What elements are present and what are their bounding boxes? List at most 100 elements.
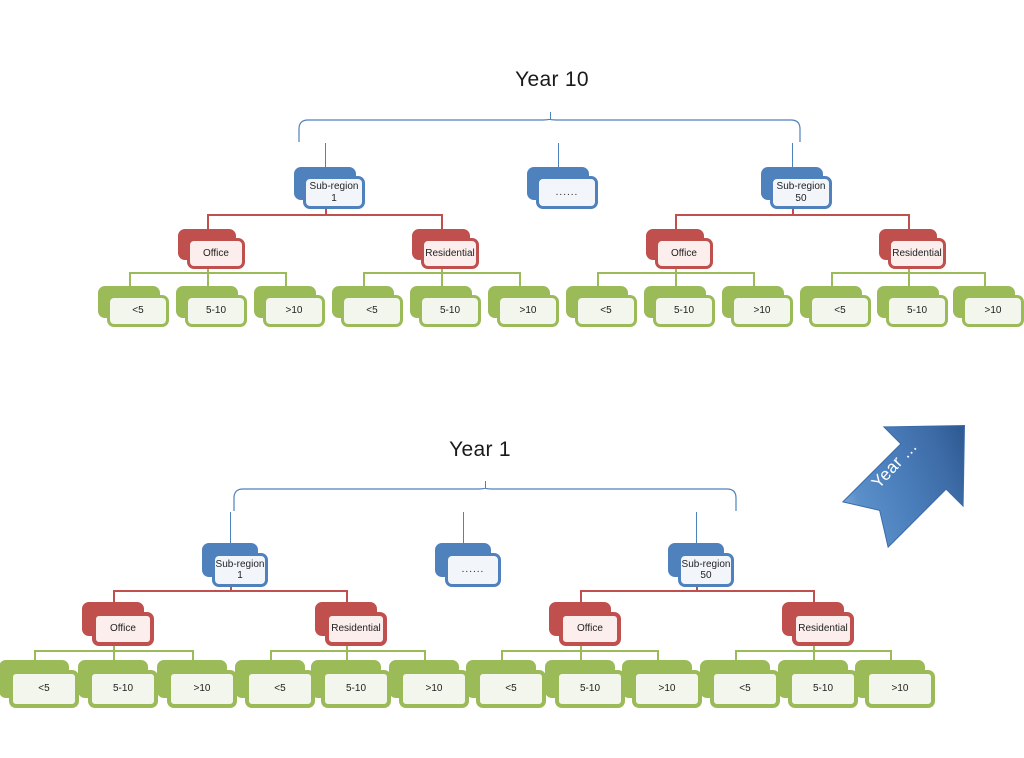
year-10-property-2-office[interactable]: Office: [646, 229, 713, 269]
year-10-green-drop-1: [207, 272, 209, 286]
year-1-sizeband-4-label: 5-10: [345, 683, 366, 695]
year-10-property-3-residential-label: Residential: [892, 247, 942, 259]
year-10-sizeband-5-card: >10: [497, 295, 559, 327]
year-10-sizeband-1-label: 5-10: [205, 305, 226, 317]
year-1-green-drop-3: [270, 650, 272, 660]
year-1-sizeband-9[interactable]: <5: [700, 660, 780, 708]
year-1-red-drop-2: [580, 590, 582, 602]
year-10-sizeband-7-card: 5-10: [653, 295, 715, 327]
year-10-sizeband-1[interactable]: 5-10: [176, 286, 247, 327]
year-1-sizeband-11[interactable]: >10: [855, 660, 935, 708]
year-10-property-1-residential-label: Residential: [425, 247, 475, 259]
year-1-sizeband-10[interactable]: 5-10: [778, 660, 858, 708]
year-10-brace-to-subregion-1: [325, 143, 326, 167]
year-10-sizeband-0-card: <5: [107, 295, 169, 327]
year-1-sizeband-3[interactable]: <5: [235, 660, 315, 708]
year-1-green-rail-3: [735, 650, 890, 652]
year-1-sizeband-5-card: >10: [399, 670, 469, 708]
year-1-red-drop-1: [346, 590, 348, 602]
year-10-sizeband-8[interactable]: >10: [722, 286, 793, 327]
year-1-sizeband-1-card: 5-10: [88, 670, 158, 708]
year-10-brace-to-subregion-3: [792, 143, 793, 167]
year-1-sizeband-4-card: 5-10: [321, 670, 391, 708]
year-10-sizeband-5[interactable]: >10: [488, 286, 559, 327]
year-1-title: Year 1: [449, 438, 511, 461]
year-10-red-drop-2: [675, 214, 677, 229]
year-10-sizeband-0[interactable]: <5: [98, 286, 169, 327]
year-10-green-drop-4: [441, 272, 443, 286]
year-1-red-drop-0: [113, 590, 115, 602]
year-10-sizeband-11-card: >10: [962, 295, 1024, 327]
year-10-sizeband-2[interactable]: >10: [254, 286, 325, 327]
year-1-sizeband-4[interactable]: 5-10: [311, 660, 391, 708]
year-10-subregion-2[interactable]: ......: [527, 167, 598, 209]
year-10-red-stem-0: [325, 209, 327, 214]
year-10-red-stem-1: [792, 209, 794, 214]
year-10-sizeband-4[interactable]: 5-10: [410, 286, 481, 327]
year-10-sizeband-6[interactable]: <5: [566, 286, 637, 327]
year-1-property-2-office-card: Office: [559, 612, 621, 646]
year-10-sizeband-8-label: >10: [753, 305, 771, 317]
year-10-sizeband-0-label: <5: [132, 305, 144, 317]
year-1-green-drop-5: [424, 650, 426, 660]
year-1-sizeband-2[interactable]: >10: [157, 660, 237, 708]
year-10-green-drop-8: [753, 272, 755, 286]
year-1-sizeband-5[interactable]: >10: [389, 660, 469, 708]
year-1-red-stem-1: [696, 587, 698, 590]
year-1-sizeband-0[interactable]: <5: [0, 660, 79, 708]
year-10-green-drop-11: [984, 272, 986, 286]
year-1-property-0-office-card: Office: [92, 612, 154, 646]
year-1-sizeband-8[interactable]: >10: [622, 660, 702, 708]
year-10-property-2-office-card: Office: [655, 238, 713, 269]
year-10-sizeband-10-label: 5-10: [906, 305, 927, 317]
year-1-sizeband-5-label: >10: [425, 683, 443, 695]
year-10-property-0-office[interactable]: Office: [178, 229, 245, 269]
year-1-property-1-residential-label: Residential: [331, 623, 381, 635]
year-10-red-rail-0: [207, 214, 441, 216]
year-1-green-drop-6: [501, 650, 503, 660]
year-1-sizeband-1-label: 5-10: [112, 683, 133, 695]
year-10-property-3-residential-card: Residential: [888, 238, 946, 269]
year-1-brace-to-subregion-3: [696, 512, 697, 543]
year-10-sizeband-7[interactable]: 5-10: [644, 286, 715, 327]
year-1-property-1-residential-card: Residential: [325, 612, 387, 646]
year-1-sizeband-7-card: 5-10: [555, 670, 625, 708]
year-1-property-0-office-label: Office: [110, 623, 136, 635]
year-10-sizeband-3[interactable]: <5: [332, 286, 403, 327]
year-1-sizeband-1[interactable]: 5-10: [78, 660, 158, 708]
year-1-brace-to-subregion-1: [230, 512, 231, 543]
year-1-property-0-office[interactable]: Office: [82, 602, 154, 646]
year-1-property-3-residential[interactable]: Residential: [782, 602, 854, 646]
year-10-green-stem-2: [675, 269, 677, 272]
year-1-sizeband-7[interactable]: 5-10: [545, 660, 625, 708]
year-1-property-1-residential[interactable]: Residential: [315, 602, 387, 646]
year-10-property-3-residential[interactable]: Residential: [879, 229, 946, 269]
year-10-title: Year 10: [515, 68, 589, 91]
year-10-sizeband-4-label: 5-10: [439, 305, 460, 317]
year-10-sizeband-3-card: <5: [341, 295, 403, 327]
year-1-sizeband-8-label: >10: [658, 683, 676, 695]
year-1-property-2-office[interactable]: Office: [549, 602, 621, 646]
year-10-sizeband-2-label: >10: [285, 305, 303, 317]
year-10-sizeband-9[interactable]: <5: [800, 286, 871, 327]
year-1-subregion-2[interactable]: ......: [435, 543, 501, 587]
year-10-green-stem-3: [908, 269, 910, 272]
year-10-property-1-residential-card: Residential: [421, 238, 479, 269]
year-10-brace: [298, 118, 801, 142]
year-10-property-1-residential[interactable]: Residential: [412, 229, 479, 269]
year-10-red-rail-1: [675, 214, 908, 216]
year-1-sizeband-6[interactable]: <5: [466, 660, 546, 708]
year-1-green-stem-0: [113, 646, 115, 650]
year-10-sizeband-11[interactable]: >10: [953, 286, 1024, 327]
year-10-green-drop-3: [363, 272, 365, 286]
year-1-sizeband-9-card: <5: [710, 670, 780, 708]
year-10-sizeband-10[interactable]: 5-10: [877, 286, 948, 327]
